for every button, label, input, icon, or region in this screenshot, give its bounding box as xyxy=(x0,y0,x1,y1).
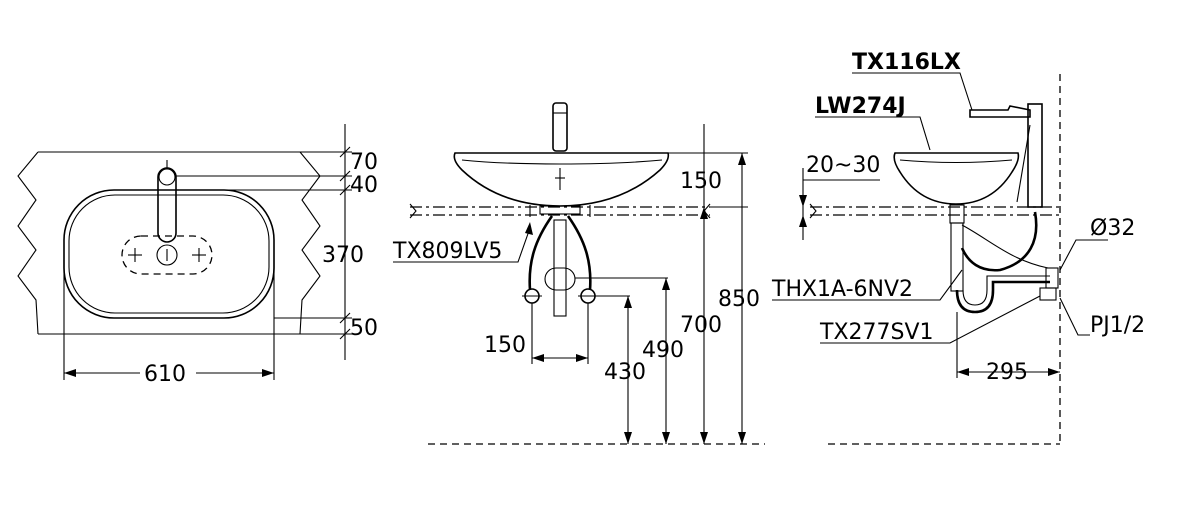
top-view: 70 40 370 50 610 xyxy=(17,124,378,387)
label-stop-valve: TX277SV1 xyxy=(819,320,934,345)
arrow-610-right xyxy=(262,369,274,377)
label-faucet: TX116LX xyxy=(852,50,961,75)
dim-850: 850 xyxy=(718,287,760,312)
drain-circle xyxy=(156,244,178,266)
basin-rim-outer xyxy=(63,189,275,319)
counter-break-left xyxy=(409,203,417,219)
faucet-handle-top xyxy=(158,168,176,186)
supply-hose-left xyxy=(528,215,554,291)
counter-outline-left xyxy=(17,151,39,335)
dim-70: 70 xyxy=(350,150,378,175)
label-supply-valve: TX809LV5 xyxy=(392,239,502,264)
basin-front-view xyxy=(453,152,670,207)
supply-hose-side-2 xyxy=(961,224,1049,269)
dim-40: 40 xyxy=(350,173,378,198)
wall-flange xyxy=(1045,267,1059,289)
mount-plate xyxy=(539,205,581,215)
dim-20-30: 20~30 xyxy=(806,153,880,178)
faucet-hole-area xyxy=(121,235,213,275)
faucet-front-view xyxy=(552,102,568,152)
faucet-spout-side xyxy=(969,105,1031,118)
faucet-body-edge xyxy=(1016,124,1031,203)
drain-pipe-side xyxy=(950,222,964,292)
dim-ticks-top-view xyxy=(339,146,351,340)
front-view: 150 150 430 490 700 850 TX809LV5 xyxy=(392,102,765,445)
faucet-body-side xyxy=(1027,103,1043,208)
trap-front xyxy=(544,267,576,291)
leader-supply-valve xyxy=(393,227,531,263)
basin-side-view xyxy=(893,152,1020,205)
dim-150-bottom: 150 xyxy=(484,333,526,358)
dim-490: 490 xyxy=(642,338,684,363)
label-trap: THX1A-6NV2 xyxy=(771,277,913,302)
arrow-20-30-bottom xyxy=(799,215,807,227)
basin-inner-rim xyxy=(461,159,663,165)
supply-hose-right xyxy=(566,215,592,291)
drain-fitting-side xyxy=(949,204,965,224)
supply-hose-side xyxy=(960,211,1038,272)
arrow-295-right xyxy=(1048,368,1060,376)
trap-side-inner xyxy=(962,275,1050,306)
arrow-20-30-top xyxy=(799,195,807,207)
faucet-top-view xyxy=(157,167,177,243)
trap-side xyxy=(955,280,1050,314)
basin-side-inner-rim xyxy=(899,159,1013,164)
counter-break-side xyxy=(809,203,817,219)
leader-supply-valve-arrow xyxy=(525,222,533,235)
counter-outline-right xyxy=(299,151,321,335)
arrow-150-right xyxy=(576,354,588,362)
label-pipe-dia: Ø32 xyxy=(1090,216,1135,241)
basin-rim-inner xyxy=(68,194,270,314)
arrow-150-left xyxy=(532,354,544,362)
label-thread: PJ1/2 xyxy=(1090,313,1145,338)
leader-faucet xyxy=(852,72,973,111)
label-basin: LW274J xyxy=(815,94,906,119)
stop-valve-side xyxy=(1039,287,1057,301)
front-arrows xyxy=(624,153,746,444)
dim-610: 610 xyxy=(144,362,186,387)
side-view: 20~30 295 THX1A-6NV2 TX277SV1 Ø32 PJ1/2 … xyxy=(771,50,1145,445)
leader-pipe-dia xyxy=(1059,239,1108,271)
dim-150-top: 150 xyxy=(680,169,722,194)
leader-basin xyxy=(815,116,931,151)
arrow-610-left xyxy=(64,369,76,377)
leader-stop-valve xyxy=(820,295,1041,344)
arrow-295-left xyxy=(957,368,969,376)
leader-trap xyxy=(772,269,963,301)
dim-295: 295 xyxy=(986,360,1028,385)
dim-700: 700 xyxy=(680,313,722,338)
dim-50: 50 xyxy=(350,316,378,341)
dim-370: 370 xyxy=(322,243,364,268)
leader-thread xyxy=(1059,297,1090,336)
dim-430: 430 xyxy=(604,360,646,385)
